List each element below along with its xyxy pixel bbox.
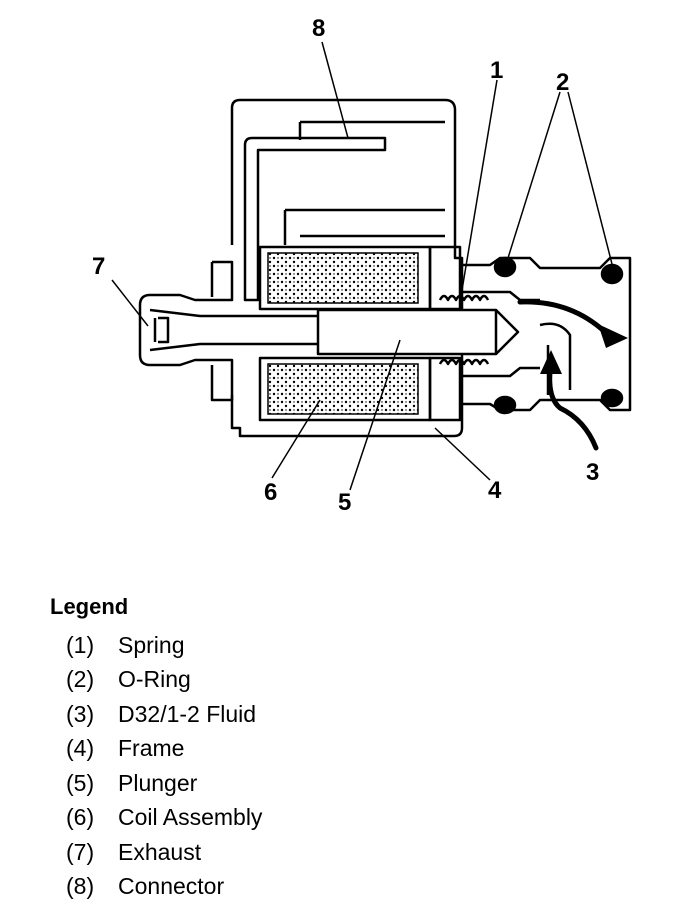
- legend-item-number: (2): [66, 666, 95, 692]
- legend-item: (6) Coil Assembly: [66, 804, 262, 831]
- legend-item-number: (6): [66, 804, 95, 830]
- exhaust-bore: [149, 308, 320, 352]
- legend-item-label: O-Ring: [118, 666, 191, 692]
- lower-coil-end: [428, 356, 462, 422]
- legend-item: (1) Spring: [66, 632, 184, 659]
- o-ring-lower-right: [600, 388, 624, 408]
- exhaust-stem: [138, 260, 234, 402]
- legend: Legend: [50, 594, 128, 626]
- leader-5: [349, 339, 401, 491]
- callout-6: 6: [264, 479, 277, 506]
- solenoid-diagram: 1 2 3 4 5 6 7 8: [92, 15, 632, 516]
- leader-8: [321, 41, 349, 139]
- legend-item-number: (7): [66, 839, 95, 865]
- legend-item-label: Spring: [118, 632, 185, 658]
- o-ring-lower-left: [493, 395, 517, 415]
- callout-8: 8: [312, 15, 325, 42]
- lower-coil-winding: [267, 363, 419, 415]
- upper-coil-winding: [267, 252, 419, 304]
- legend-item-label: Coil Assembly: [118, 804, 263, 830]
- connector-terminal: [243, 136, 387, 302]
- legend-item-label: Connector: [118, 873, 225, 899]
- callout-2: 2: [556, 69, 569, 96]
- callout-3: 3: [586, 459, 599, 486]
- legend-item-number: (1): [66, 632, 95, 658]
- connector-body: [283, 120, 445, 245]
- leader-2b: [567, 91, 613, 265]
- plunger: [316, 308, 498, 356]
- legend-item: (2) O-Ring: [66, 666, 191, 693]
- leader-6: [271, 399, 321, 479]
- fluid-flow-arrow: [547, 369, 599, 451]
- callout-5: 5: [338, 489, 351, 516]
- legend-item-number: (8): [66, 873, 95, 899]
- legend-item: (3) D32/1-2 Fluid: [66, 701, 256, 728]
- o-ring-upper-left: [493, 256, 517, 278]
- legend-item-label: Frame: [118, 735, 185, 761]
- callout-1: 1: [490, 57, 503, 84]
- legend-item-number: (4): [66, 735, 95, 761]
- legend-item: (7) Exhaust: [66, 839, 201, 866]
- leader-7: [111, 279, 149, 327]
- leader-1: [461, 79, 498, 291]
- exhaust-flow-arrow: [517, 299, 608, 335]
- legend-item: (5) Plunger: [66, 770, 197, 797]
- legend-item-label: D32/1-2 Fluid: [118, 701, 257, 727]
- fluid-arrow-head: [540, 350, 562, 374]
- legend-item-number: (5): [66, 770, 95, 796]
- callout-4: 4: [488, 477, 502, 504]
- nozzle-body: [460, 256, 632, 412]
- o-ring-upper-right: [600, 263, 624, 285]
- spring: [438, 294, 490, 366]
- legend-item-number: (3): [66, 701, 95, 727]
- leader-2a: [507, 91, 561, 259]
- exhaust-arrow-head: [598, 324, 628, 348]
- legend-item: (8) Connector: [66, 873, 224, 900]
- legend-item-label: Plunger: [118, 770, 198, 796]
- legend-title: Legend: [50, 594, 129, 619]
- frame-outline: [230, 98, 464, 438]
- callout-7: 7: [92, 253, 105, 280]
- legend-item: (4) Frame: [66, 735, 184, 762]
- legend-item-label: Exhaust: [118, 839, 202, 865]
- leader-4: [434, 427, 491, 481]
